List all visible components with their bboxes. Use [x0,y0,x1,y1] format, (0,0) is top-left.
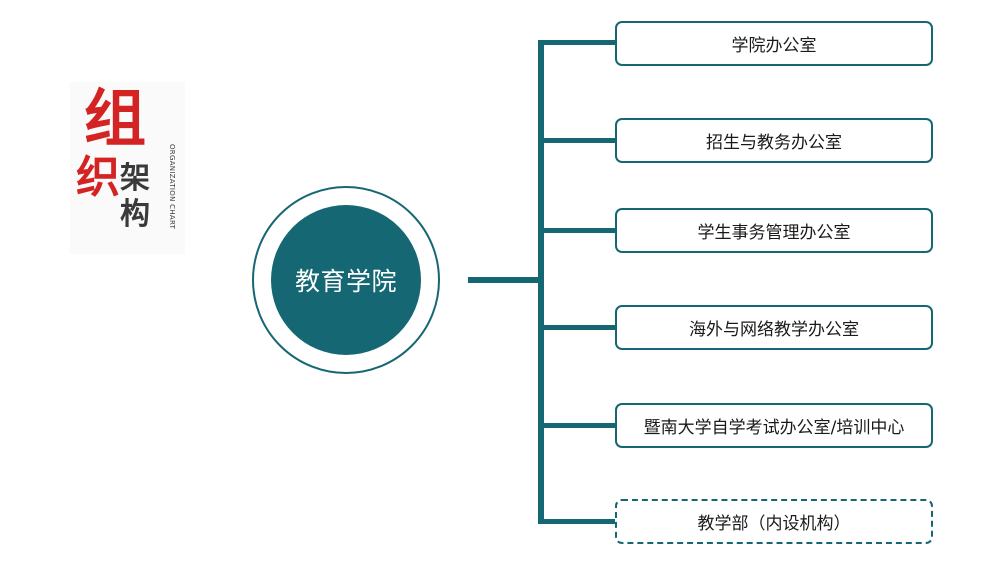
dept-node-label: 学生事务管理办公室 [697,223,851,243]
connector-branch-6 [538,519,616,524]
logo-char-gou: 构 [120,197,150,232]
root-node-ring [252,186,440,374]
dept-node-label: 招生与教务办公室 [706,133,842,153]
org-chart-logo: 组 织 架 构 ORGANIZATION CHART [70,82,185,254]
logo-english-text: ORGANIZATION CHART [168,144,176,230]
connector-branch-2 [538,138,616,143]
root-node: 教育学院 [271,205,421,355]
dept-node: 学院办公室 [615,21,933,66]
dept-node-label: 学院办公室 [731,36,817,56]
dept-node-label: 海外与网络教学办公室 [689,320,859,340]
dept-node: 学生事务管理办公室 [615,208,933,253]
connector-trunk [468,277,542,283]
connector-branch-4 [538,325,616,330]
logo-char-jia: 架 [120,161,150,196]
logo-char-zhi: 织 [76,152,120,203]
dept-node: 招生与教务办公室 [615,118,933,163]
dept-node: 暨南大学自学考试办公室/培训中心 [615,403,933,448]
root-node-label: 教育学院 [294,267,397,296]
dept-node: 海外与网络教学办公室 [615,305,933,350]
connector-branch-5 [538,423,616,428]
connector-branch-3 [538,228,616,233]
connector-spine [538,41,544,524]
connector-branch-1 [538,40,616,45]
dept-node: 教学部（内设机构） [615,499,933,544]
logo-char-zu: 组 [84,82,147,155]
dept-node-label: 教学部（内设机构） [697,514,851,534]
dept-node-label: 暨南大学自学考试办公室/培训中心 [643,418,905,438]
